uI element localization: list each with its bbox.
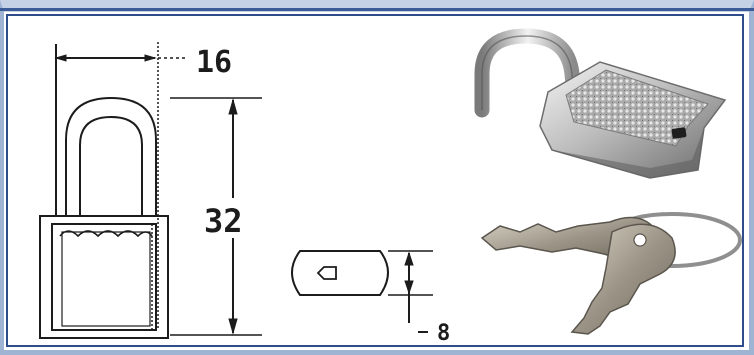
photo-lock-knurl-panel	[565, 69, 709, 147]
keyway-outline	[291, 250, 389, 296]
keyway-arrow-top	[404, 251, 414, 266]
height-arrow-top	[228, 98, 238, 115]
lock-body-face	[51, 223, 157, 331]
keyhole-slot	[316, 266, 337, 280]
keyway-view	[291, 250, 433, 333]
padlock-front-view	[39, 42, 262, 339]
height-arrow-bottom	[228, 318, 238, 335]
lock-body-outer	[39, 215, 169, 339]
width-arrow-right	[144, 54, 157, 62]
photo-keyhole	[671, 127, 687, 139]
key-bow-hole	[633, 233, 647, 247]
padlock-photo	[474, 28, 727, 179]
keyway-arrow-bottom	[404, 280, 414, 295]
shackle-inner	[79, 115, 143, 217]
dimension-height-label: 32	[204, 202, 243, 240]
dimension-keyhole-label: 8	[437, 321, 450, 346]
figure-border	[6, 14, 744, 347]
height-label-knockout	[208, 198, 258, 238]
lock-body-scallop	[59, 230, 153, 238]
width-arrow-left	[54, 54, 67, 62]
dimension-width-label: 16	[196, 45, 232, 80]
key-two	[570, 223, 676, 335]
keys-photo	[480, 212, 742, 335]
lock-body-inner	[61, 231, 151, 327]
shackle-outer	[65, 96, 157, 217]
